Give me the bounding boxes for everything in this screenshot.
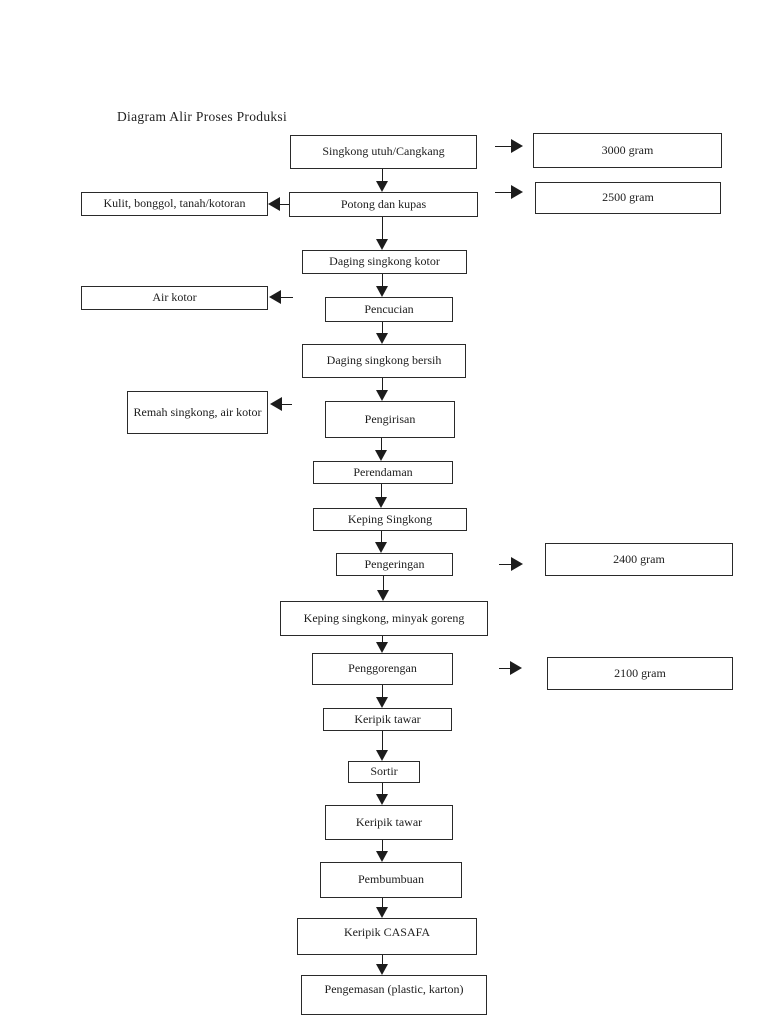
node-keping-singkong-minyak-goreng: Keping singkong, minyak goreng	[280, 601, 488, 636]
down-arrow	[376, 685, 389, 708]
right-arrow	[499, 557, 523, 571]
node-pencucian: Pencucian	[325, 297, 453, 322]
left-arrow	[268, 197, 289, 211]
node-keping-singkong: Keping Singkong	[313, 508, 467, 531]
node-pengirisan: Pengirisan	[325, 401, 455, 438]
down-arrow	[376, 955, 389, 975]
page-title: Diagram Alir Proses Produksi	[117, 109, 288, 124]
down-arrow	[376, 783, 389, 805]
left-arrow	[269, 290, 293, 304]
byproduct-air-kotor: Air kotor	[81, 286, 268, 310]
node-keripik-tawar-2: Keripik tawar	[325, 805, 453, 840]
node-penggorengan: Penggorengan	[312, 653, 453, 685]
down-arrow	[377, 576, 390, 601]
byproduct-remah-singkong-air-kotor: Remah singkong, air kotor	[127, 391, 268, 434]
weight-2400-gram: 2400 gram	[545, 543, 733, 576]
down-arrow	[376, 217, 389, 250]
down-arrow	[375, 438, 388, 461]
down-arrow	[376, 274, 389, 297]
down-arrow	[376, 840, 389, 862]
byproduct-kulit-bonggol-tanah-kotoran: Kulit, bonggol, tanah/kotoran	[81, 192, 268, 216]
right-arrow	[495, 185, 523, 199]
node-perendaman: Perendaman	[313, 461, 453, 484]
right-arrow	[495, 139, 523, 153]
right-arrow	[499, 661, 522, 675]
node-pengemasan: Pengemasan (plastic, karton)	[301, 975, 487, 1015]
down-arrow	[375, 531, 388, 553]
node-pembumbuan: Pembumbuan	[320, 862, 462, 898]
down-arrow	[376, 378, 389, 401]
node-pengeringan: Pengeringan	[336, 553, 453, 576]
weight-3000-gram: 3000 gram	[533, 133, 722, 168]
node-daging-singkong-kotor: Daging singkong kotor	[302, 250, 467, 274]
down-arrow	[376, 636, 389, 653]
down-arrow	[376, 169, 389, 192]
weight-2500-gram: 2500 gram	[535, 182, 721, 214]
weight-2100-gram: 2100 gram	[547, 657, 733, 690]
down-arrow	[376, 898, 389, 918]
node-sortir: Sortir	[348, 761, 420, 783]
down-arrow	[375, 484, 388, 508]
left-arrow	[270, 397, 292, 411]
down-arrow	[376, 731, 389, 761]
down-arrow	[376, 322, 389, 344]
node-potong-dan-kupas: Potong dan kupas	[289, 192, 478, 217]
node-daging-singkong-bersih: Daging singkong bersih	[302, 344, 466, 378]
node-keripik-casafa: Keripik CASAFA	[297, 918, 477, 955]
node-singkong-utuh-cangkang: Singkong utuh/Cangkang	[290, 135, 477, 169]
node-keripik-tawar-1: Keripik tawar	[323, 708, 452, 731]
